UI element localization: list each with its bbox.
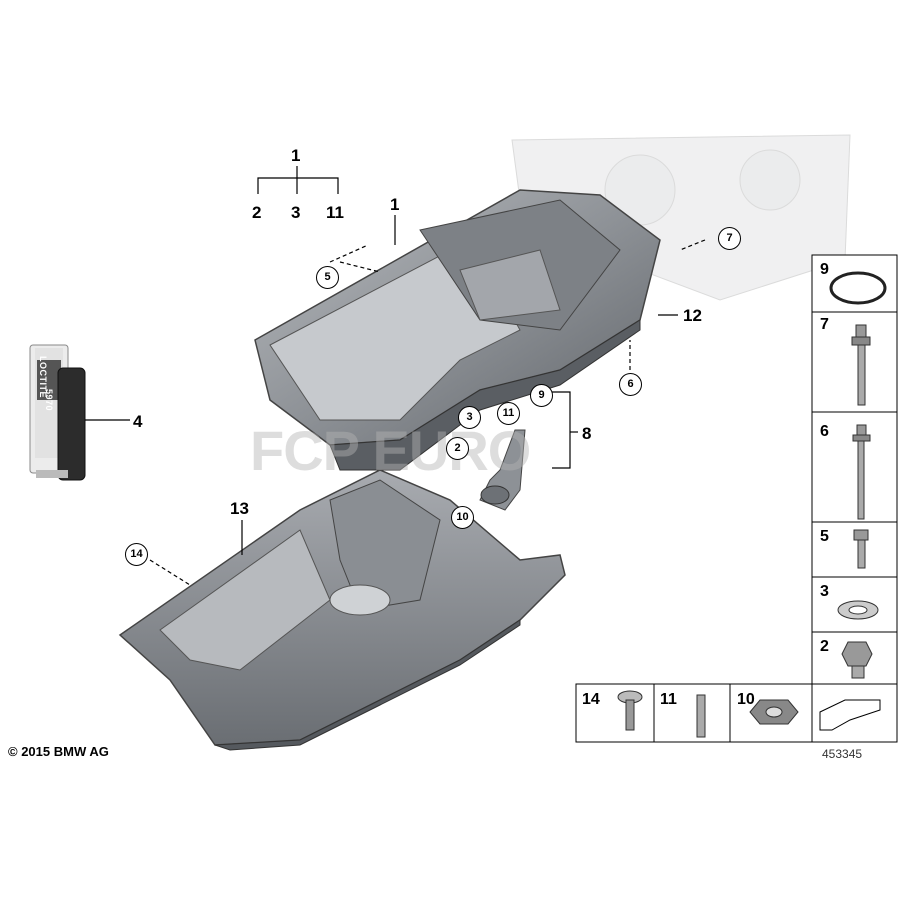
copyright-text: © 2015 BMW AG [8,744,109,759]
table-label-3: 3 [820,583,829,600]
lower-pan-label: 13 [230,499,249,518]
table-label-14: 14 [582,691,600,708]
table-label-11: 11 [660,691,677,708]
table-label-9: 9 [820,261,829,278]
callout-10: 10 [451,506,474,529]
callout-5: 5 [316,266,339,289]
sensor-group-label: 8 [582,424,592,443]
callout-2: 2 [446,437,469,460]
table-label-10: 10 [737,691,755,708]
table-label-7: 7 [820,316,829,333]
sealant-label: 4 [133,412,143,431]
table-label-2: 2 [820,638,829,655]
leader-lines [85,166,706,586]
callout-14: 14 [125,543,148,566]
callout-9: 9 [530,384,553,407]
group-child-label-3: 11 [326,203,344,222]
watermark-text: FCP EURO [250,419,531,482]
upper-pan-label: 1 [390,195,400,214]
group-child-label-1: 2 [252,203,262,222]
guide-label: 12 [683,306,702,325]
sealant-code-text: 5970 [44,388,55,412]
lower-oil-pan [118,469,566,751]
table-label-5: 5 [820,528,829,545]
callout-7: 7 [718,227,741,250]
callout-6: 6 [619,373,642,396]
diagram-number: 453345 [822,747,863,761]
table-part-drawings [617,271,887,738]
upper-oil-pan [254,189,661,471]
sealant-tube [29,344,86,481]
group-parent-label: 1 [291,146,301,165]
callout-11: 11 [497,402,520,425]
oil-level-sensor [479,429,526,511]
table-label-6: 6 [820,423,829,440]
callout-3: 3 [458,406,481,429]
group-child-label-2: 3 [291,203,301,222]
